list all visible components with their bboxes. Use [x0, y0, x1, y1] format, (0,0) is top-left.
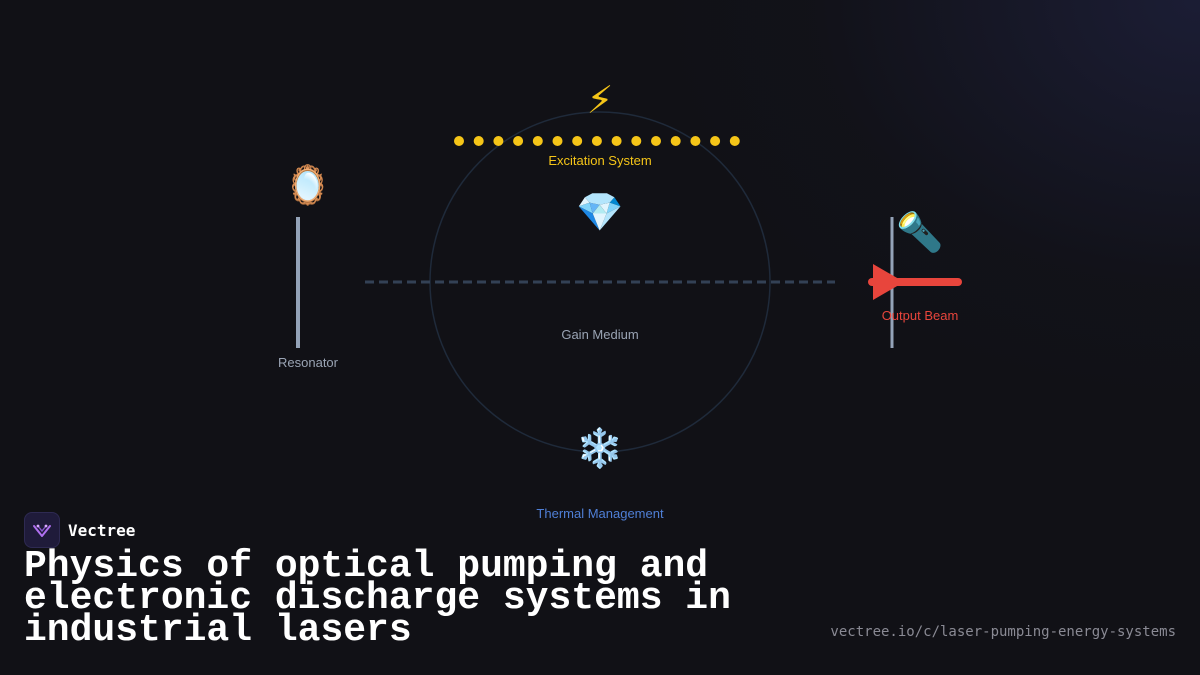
excitation-dot: [729, 136, 740, 146]
source-url[interactable]: vectree.io/c/laser-pumping-energy-system…: [830, 624, 1176, 640]
excitation-dot: [651, 136, 661, 146]
excitation-dot: [454, 136, 464, 146]
flashlight-icon: 🔦: [896, 210, 944, 254]
excitation-dot: [532, 136, 543, 146]
excitation-dots: [454, 136, 740, 146]
page-title: Physics of optical pumping and electroni…: [24, 545, 731, 652]
snowflake-icon: ❄️: [576, 426, 624, 470]
gem-icon: 💎: [576, 190, 624, 234]
excitation-dot: [611, 136, 622, 146]
thermal-management-label: Thermal Management: [536, 506, 664, 521]
excitation-dot: [710, 136, 721, 146]
resonator-label: Resonator: [278, 355, 338, 370]
brand[interactable]: Vectree: [24, 512, 135, 548]
excitation-dot: [493, 136, 504, 146]
excitation-dot: [631, 136, 642, 146]
gain-medium-label: Gain Medium: [561, 327, 639, 342]
excitation-dot: [591, 136, 602, 146]
excitation-dot: [690, 136, 701, 146]
vectree-logo-glyph: [33, 524, 51, 537]
vectree-logo-icon: [24, 512, 60, 548]
brand-name: Vectree: [68, 520, 136, 540]
output-beam-arrowhead: [873, 264, 904, 300]
excitation-dot: [670, 136, 681, 146]
excitation-dot: [513, 136, 524, 146]
excitation-dot: [473, 136, 484, 146]
excitation-dot: [572, 136, 583, 146]
excitation-system-label: Excitation System: [548, 153, 652, 168]
lightning-icon: ⚡: [586, 78, 614, 122]
mirror-icon: 🪞: [284, 163, 332, 207]
output-beam-label: Output Beam: [881, 308, 959, 323]
excitation-dot: [552, 136, 563, 146]
